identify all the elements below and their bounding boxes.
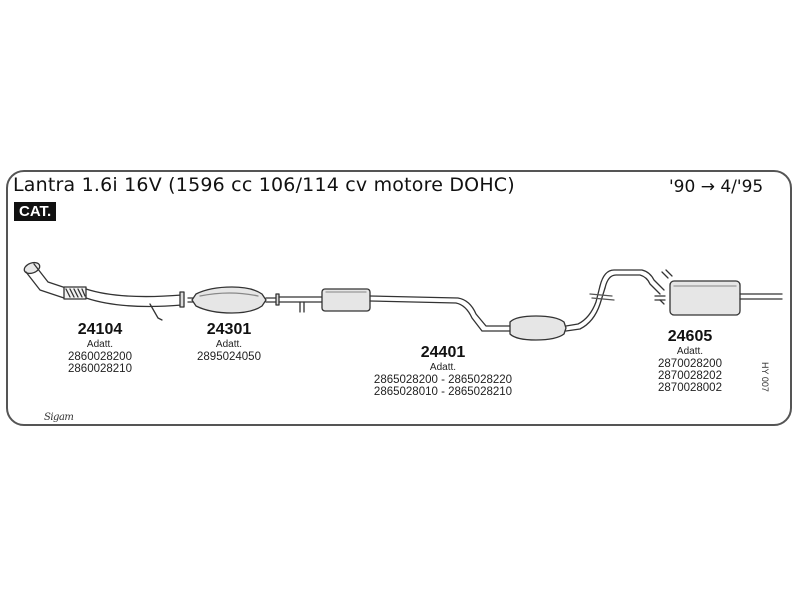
part-code: 24301 <box>206 321 252 338</box>
ref-number: 2865028010 - 2865028210 <box>373 386 513 398</box>
cat-badge: CAT. <box>14 202 57 221</box>
part-label-24605: 24605 Adatt. 2870028200 2870028202 28700… <box>645 328 735 394</box>
diagram-frame <box>6 170 792 426</box>
adatt-label: Adatt. <box>429 362 457 373</box>
sheet-reference: HY 007 <box>760 362 770 392</box>
part-code: 24401 <box>420 344 466 361</box>
ref-number: 2870028202 <box>658 370 722 382</box>
part-code: 24605 <box>667 328 713 345</box>
adatt-label: Adatt. <box>86 339 114 350</box>
part-label-24104: 24104 Adatt. 2860028200 2860028210 <box>55 321 145 375</box>
ref-number: 2865028200 - 2865028220 <box>373 374 513 386</box>
ref-number: 2895024050 <box>197 351 261 363</box>
center-pipe-part-24401[interactable] <box>275 285 606 341</box>
brand-logo: Sigam <box>44 412 74 423</box>
part-label-24301: 24301 Adatt. 2895024050 <box>184 321 274 363</box>
part-code: 24104 <box>77 321 123 338</box>
catalytic-converter-part-24301[interactable] <box>187 286 277 314</box>
ref-number: 2870028002 <box>658 382 722 394</box>
rear-silencer-part-24605[interactable] <box>589 269 783 316</box>
model-years: '90 → 4/'95 <box>669 177 764 197</box>
ref-number: 2860028200 <box>68 351 132 363</box>
vehicle-title: Lantra 1.6i 16V (1596 cc 106/114 cv moto… <box>13 174 515 196</box>
adatt-label: Adatt. <box>215 339 243 350</box>
ref-number: 2870028200 <box>658 358 722 370</box>
part-label-24401: 24401 Adatt. 2865028200 - 2865028220 286… <box>358 344 528 398</box>
adatt-label: Adatt. <box>676 346 704 357</box>
ref-number: 2860028210 <box>68 363 132 375</box>
downpipe-part-24104[interactable] <box>23 261 185 321</box>
